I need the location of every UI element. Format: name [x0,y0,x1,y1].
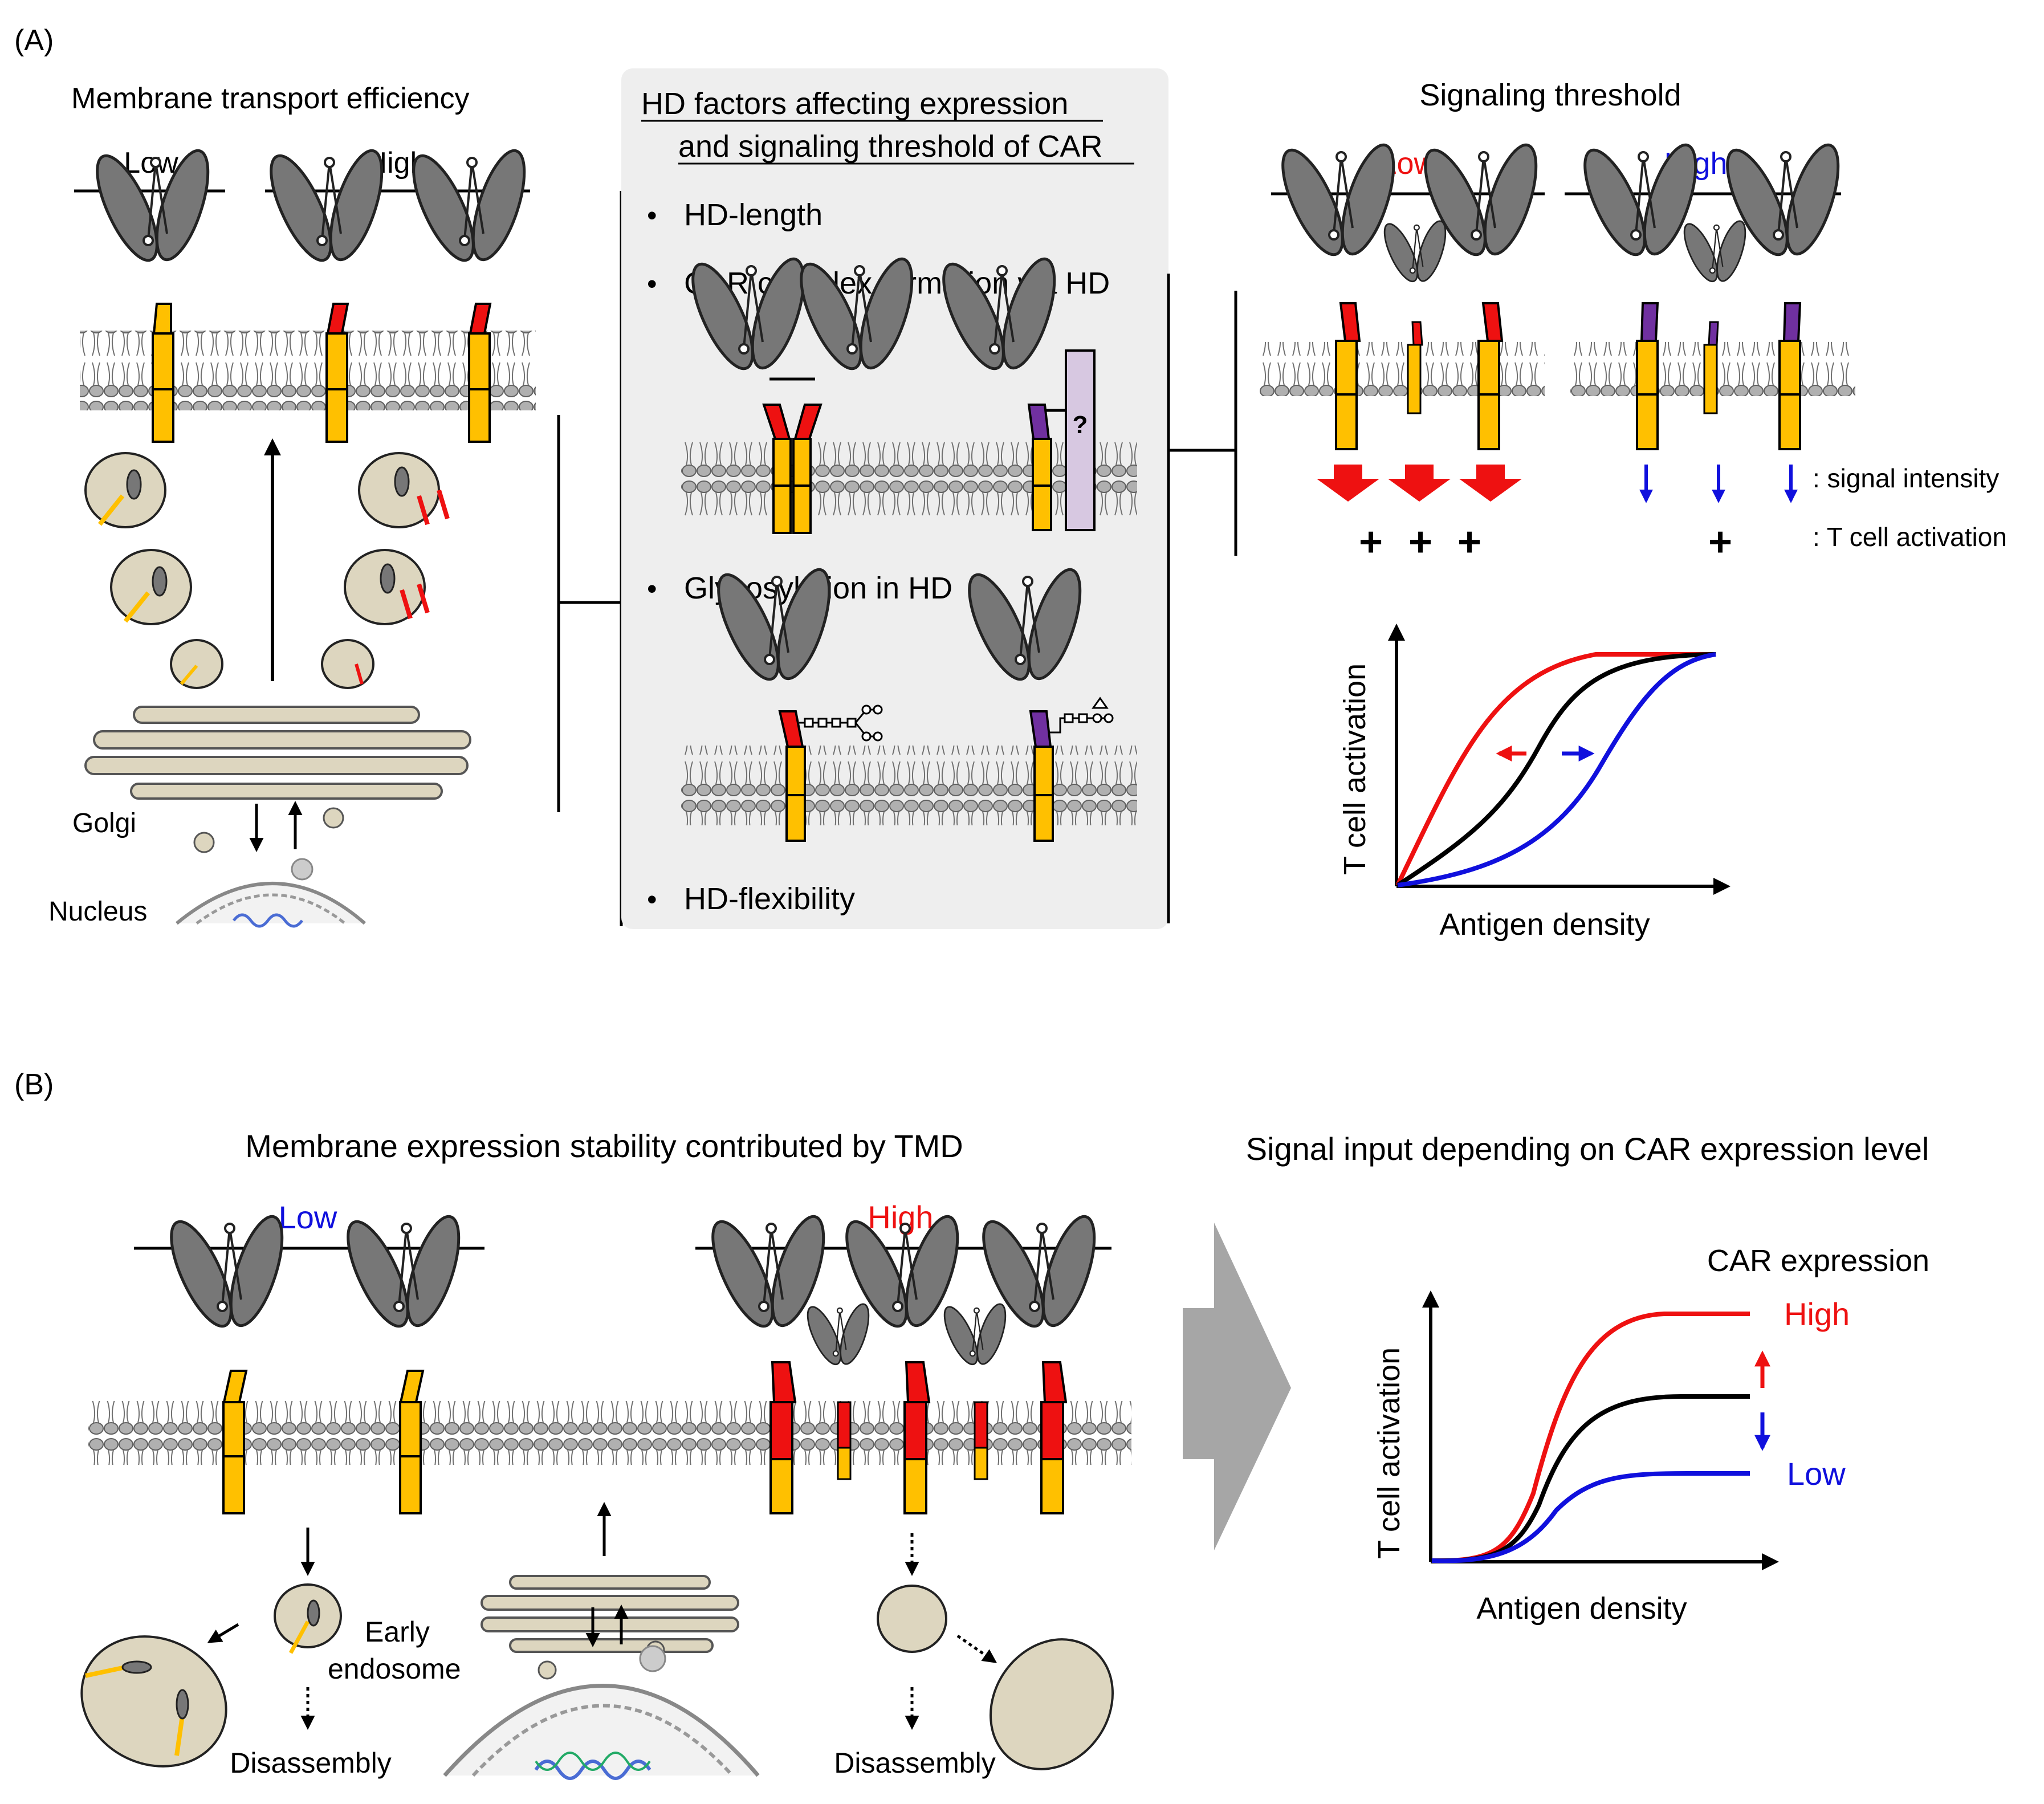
transport-car-high-1 [259,145,392,443]
signal-intensity-high-arrows [1639,465,1798,503]
threshold-curve-high [1397,652,1716,887]
signal-intensity-low-arrows [1317,465,1522,502]
stability-golgi [481,1575,739,1653]
unknown-partner-protein [1065,349,1096,531]
bullet-2: • [647,268,657,300]
signal-low-label: Low [1787,1456,1846,1492]
transport-golgi [84,706,471,800]
factors-title-line2: and signaling threshold of CAR [678,129,1102,164]
factor-hd-length: HD-length [684,198,823,232]
factor-hd-flexibility: HD-flexibility [684,882,855,916]
threshold-chart-ylabel: T cell activation [1338,663,1372,875]
activation-plus-1: + [1359,519,1383,565]
threshold-chart-xlabel: Antigen density [1439,907,1650,942]
transport-nucleus [176,858,366,928]
signal-curve-high [1431,1312,1750,1563]
glyco-car-2 [958,564,1114,842]
transport-car-high-2 [402,145,535,443]
stability-high-endosome [877,1585,947,1653]
stability-high-lysosome [990,1638,1114,1770]
threshold-low-membrane [1260,342,1545,396]
stability-high-to-lysosome-arrow [956,1634,997,1663]
big-gray-arrow [1183,1223,1291,1550]
recycling-compartment [80,1635,227,1768]
stability-title: Membrane expression stability contribute… [245,1128,963,1164]
transport-membrane [80,331,536,410]
nucleus-label: Nucleus [48,897,147,927]
complex-dimer-car [681,253,922,534]
stability-low-cars [160,1211,469,1514]
transport-vesicles [84,452,450,689]
activation-plus-3: + [1457,519,1481,565]
glyco-membrane [681,746,1137,825]
transport-title: Membrane transport efficiency [71,82,469,115]
panel-b-label: (B) [14,1068,54,1101]
to-lysosome-arrow [207,1623,239,1643]
glyco-car-1 [707,564,883,842]
factors-title-line1: HD factors affecting expression [641,87,1068,121]
early-endosome-line1: Early [365,1616,430,1648]
unknown-partner-label: ? [1073,411,1088,439]
signal-chart-xlabel: Antigen density [1476,1591,1687,1626]
signal-high-label: High [1784,1296,1850,1332]
stability-nucleus [443,1645,760,1780]
bullet-1: • [647,199,657,231]
stability-high-cars [701,1211,1105,1514]
signal-curve-low [1431,1471,1750,1563]
transport-car-low [85,145,218,443]
stability-low-label: Low [279,1199,337,1235]
stability-membrane [88,1401,1131,1465]
signal-title: Signal input depending on CAR expression… [1246,1131,1929,1167]
bullet-3: • [647,573,657,605]
threshold-low-cars [1271,139,1546,450]
signal-intensity-legend: : signal intensity [1813,463,1999,493]
signal-legend-title: CAR expression [1707,1244,1929,1278]
threshold-chart: T cell activation Antigen density [1338,624,1731,942]
golgi-label: Golgi [72,808,136,838]
complex-partner-car: ? [932,253,1096,531]
signal-chart-ylabel: T cell activation [1372,1347,1406,1559]
threshold-curve-reference [1396,652,1716,887]
signal-curve-reference [1431,1394,1750,1563]
activation-plus-2: + [1408,519,1432,565]
activation-legend: : T cell activation [1813,522,2007,552]
threshold-curve-low [1395,652,1716,886]
stability-low-disassembly: Disassembly [230,1747,391,1779]
complex-membrane [681,436,1137,516]
panel-a-label: (A) [14,24,54,57]
activation-plus-high: + [1708,519,1732,565]
signal-chart: High Low T cell activation Antigen densi… [1372,1290,1850,1626]
bullet-4: • [647,883,657,915]
early-endosome-line2: endosome [328,1653,461,1685]
threshold-title: Signaling threshold [1419,78,1681,112]
stability-high-disassembly: Disassembly [834,1747,995,1779]
threshold-high-cars [1573,139,1848,450]
